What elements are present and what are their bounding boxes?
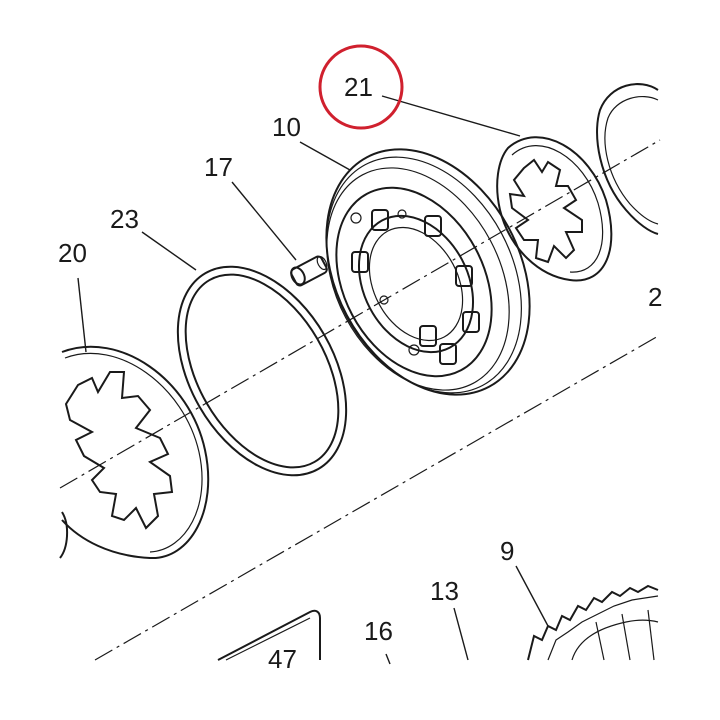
callout-10[interactable]: 10 — [272, 112, 301, 142]
leader-lines — [77, 95, 549, 665]
callout-23[interactable]: 23 — [110, 204, 139, 234]
part-23-o-ring — [176, 265, 348, 477]
highlight-circle-21 — [318, 44, 404, 130]
part-47-bar — [217, 609, 321, 661]
part-17-pin — [290, 255, 328, 287]
callout-17[interactable]: 17 — [204, 152, 233, 182]
callout-47[interactable]: 47 — [268, 644, 297, 674]
callout-edge-partial: 2 — [648, 282, 662, 312]
part-21-steel-plate — [496, 136, 613, 282]
part-10-piston — [325, 148, 531, 396]
part-9-gear — [527, 584, 659, 661]
callout-20[interactable]: 20 — [58, 238, 87, 268]
callout-13[interactable]: 13 — [430, 576, 459, 606]
callout-21[interactable]: 21 — [344, 72, 373, 102]
center-axis-lower — [94, 334, 661, 661]
snap-ring-edge — [596, 83, 659, 235]
part-20-friction-disc — [59, 345, 210, 560]
callout-9[interactable]: 9 — [500, 536, 514, 566]
center-axis-upper — [59, 139, 661, 489]
callout-16[interactable]: 16 — [364, 616, 393, 646]
